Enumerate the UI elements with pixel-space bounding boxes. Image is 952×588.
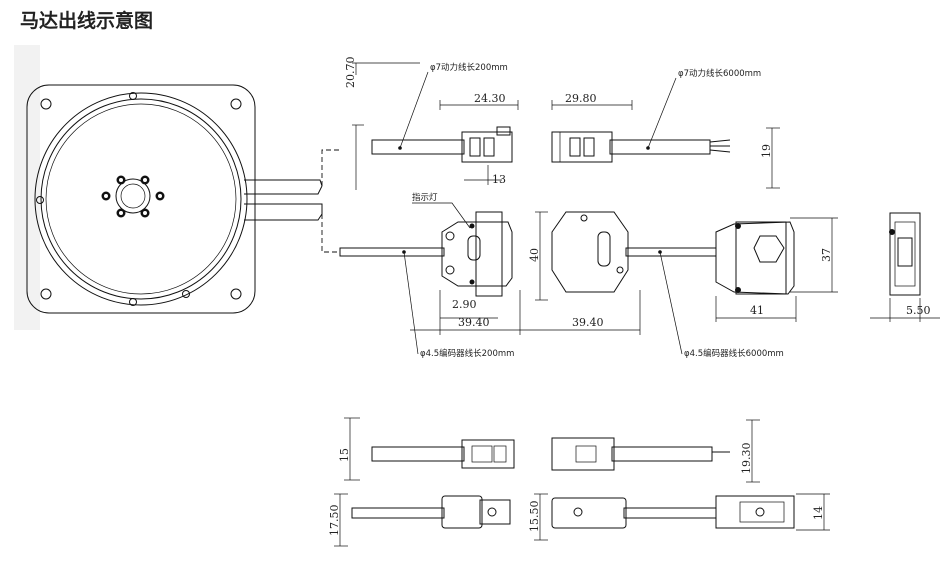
dim-37: 37 [820, 248, 833, 262]
encoder-cable-long [625, 247, 717, 257]
dim-17-50: 17.50 [328, 505, 341, 537]
dim-15: 15 [338, 448, 351, 462]
label-power-short: φ7动力线长200mm [430, 62, 508, 73]
encoder-connector-male [441, 221, 513, 287]
dim-39-40-b: 39.40 [572, 316, 604, 329]
mount-hole [230, 98, 242, 110]
label-encoder-short: φ4.5编码器线长200mm [420, 348, 514, 359]
motor-front-view [14, 45, 340, 330]
label-power-long: φ7动力线长6000mm [678, 68, 761, 79]
encoder-connector-female [551, 211, 629, 293]
mount-hole [230, 288, 242, 300]
dim-15-50: 15.50 [528, 501, 541, 533]
dim-2-90: 2.90 [452, 298, 477, 311]
dim-41: 41 [750, 304, 764, 317]
dim-14: 14 [812, 506, 825, 520]
mount-hole [40, 98, 52, 110]
power-connector-male [461, 131, 513, 163]
label-indicator: 指示灯 [412, 192, 438, 203]
label-encoder-long: φ4.5编码器线长6000mm [684, 348, 784, 359]
power-cable-short [371, 139, 465, 155]
dim-19: 19 [760, 144, 773, 158]
encoder-cable-short [339, 247, 445, 257]
dim-13: 13 [492, 173, 506, 186]
dim-39-40-a: 39.40 [458, 316, 490, 329]
mount-hole [40, 288, 52, 300]
dim-20-70: 20.70 [344, 57, 357, 89]
dim-29-80: 29.80 [565, 92, 597, 105]
motor-flange [26, 84, 256, 314]
power-cable-long [609, 139, 711, 155]
encoder-plug-end [715, 221, 795, 295]
power-cable-row: 20.70 24.30 13 φ7动力线长200mm 29.80 19 φ7动力… [344, 57, 780, 190]
motor-outer-ring [34, 92, 248, 306]
dim-24-30: 24.30 [474, 92, 506, 105]
dim-19-30: 19.30 [740, 443, 753, 475]
encoder-cable-row: 指示灯 2.90 39.40 φ4.5编码器线长200mm 40 39.40 φ… [339, 192, 940, 359]
bottom-side-views: 15 19.30 17.50 15.50 14 [328, 417, 830, 547]
motor-hub [115, 178, 151, 214]
dim-5-50: 5.50 [906, 304, 931, 317]
dim-40: 40 [528, 248, 541, 262]
page-title: 马达出线示意图 [20, 10, 154, 32]
encoder-plug-side [889, 212, 921, 296]
power-connector-female [551, 131, 613, 163]
